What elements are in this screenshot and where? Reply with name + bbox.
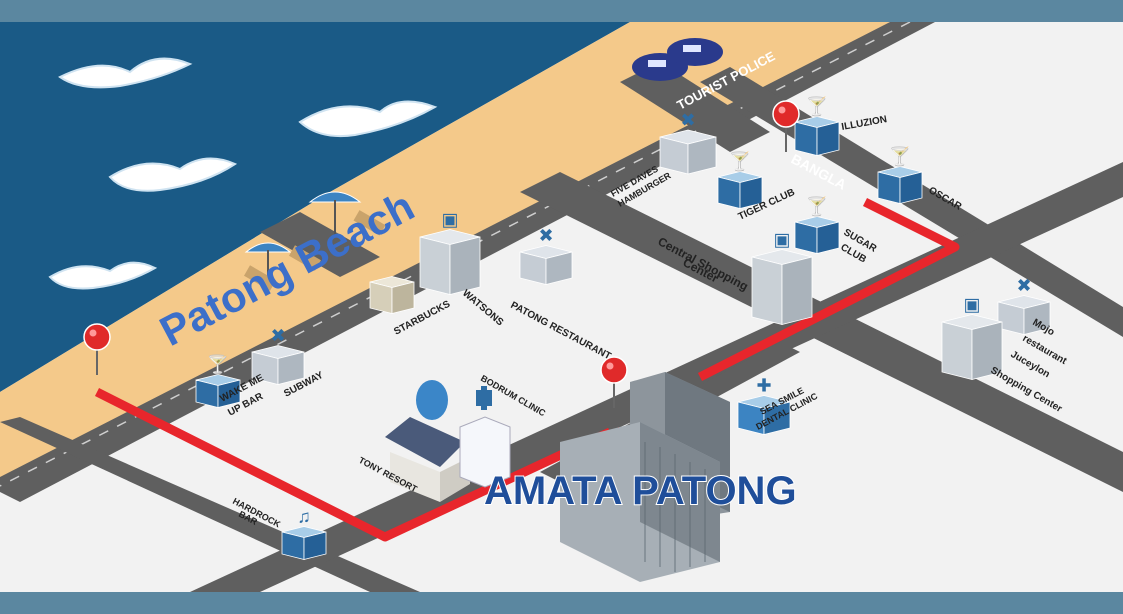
building-mojo: ✖ bbox=[997, 276, 1051, 336]
street-top bbox=[620, 62, 770, 152]
building-sea-smile: ✚ bbox=[737, 376, 791, 436]
building-watsons: ▣ bbox=[419, 210, 481, 296]
utensils-icon: ✖ bbox=[1016, 276, 1031, 296]
utensils-icon: ✖ bbox=[270, 326, 285, 346]
building-sugar-club: 🍸 bbox=[794, 196, 840, 255]
pin-bangla-icon bbox=[772, 100, 800, 152]
building-starbucks bbox=[369, 276, 415, 315]
cocktail-glass-icon: 🍸 bbox=[729, 151, 751, 172]
street-small bbox=[260, 212, 380, 277]
cocktail-glass-icon: 🍸 bbox=[889, 146, 911, 167]
building-juceylon: ▣ bbox=[941, 295, 1003, 381]
pin-hotel-icon bbox=[600, 356, 628, 408]
utensils-icon: ✖ bbox=[680, 110, 695, 130]
patong-map: 🍸 🍸 🍸 🍸 ✖ ▣ ▣ ✖ ✖ 🍸 ♫ ✚ ✖ ▣ bbox=[0, 22, 1123, 592]
shopping-bag-icon: ▣ bbox=[773, 230, 790, 250]
route-hotel-to-bangla bbox=[697, 197, 960, 382]
cocktail-glass-icon: 🍸 bbox=[806, 96, 828, 117]
top-frame-band bbox=[0, 0, 1123, 22]
building-subway: ✖ bbox=[251, 326, 305, 386]
building-fivedaves: ✖ bbox=[659, 110, 717, 175]
location-drop-icon bbox=[416, 380, 448, 420]
bottom-frame-band bbox=[0, 592, 1123, 614]
label-amata-patong: AMATA PATONG bbox=[484, 469, 797, 513]
sea bbox=[0, 22, 630, 392]
building-wake-me-up: 🍸 bbox=[195, 354, 241, 409]
building-tiger-club: 🍸 bbox=[717, 151, 763, 210]
building-central: ▣ bbox=[751, 230, 813, 326]
amata-patong-hotel bbox=[560, 372, 730, 582]
building-patong-restaurant: ✖ bbox=[519, 226, 573, 286]
shopping-bag-icon: ▣ bbox=[963, 295, 980, 315]
shopping-bag-icon: ▣ bbox=[441, 210, 458, 230]
sea-waves bbox=[48, 57, 438, 290]
utensils-icon: ✖ bbox=[538, 226, 553, 246]
bodrum-clinic-building bbox=[459, 386, 511, 488]
medical-cross-icon: ✚ bbox=[756, 376, 771, 396]
police-cars bbox=[632, 38, 723, 81]
building-hardrock: ♫ bbox=[281, 507, 327, 561]
building-oscar: 🍸 bbox=[877, 146, 923, 205]
cocktail-glass-icon: 🍸 bbox=[207, 354, 229, 375]
guitar-icon: ♫ bbox=[297, 507, 311, 527]
building-illuzion: 🍸 bbox=[794, 96, 840, 157]
route-beach-to-hotel bbox=[94, 387, 612, 542]
pin-beach-icon bbox=[83, 323, 111, 375]
beach-umbrellas bbox=[244, 191, 386, 291]
cocktail-glass-icon: 🍸 bbox=[806, 196, 828, 217]
